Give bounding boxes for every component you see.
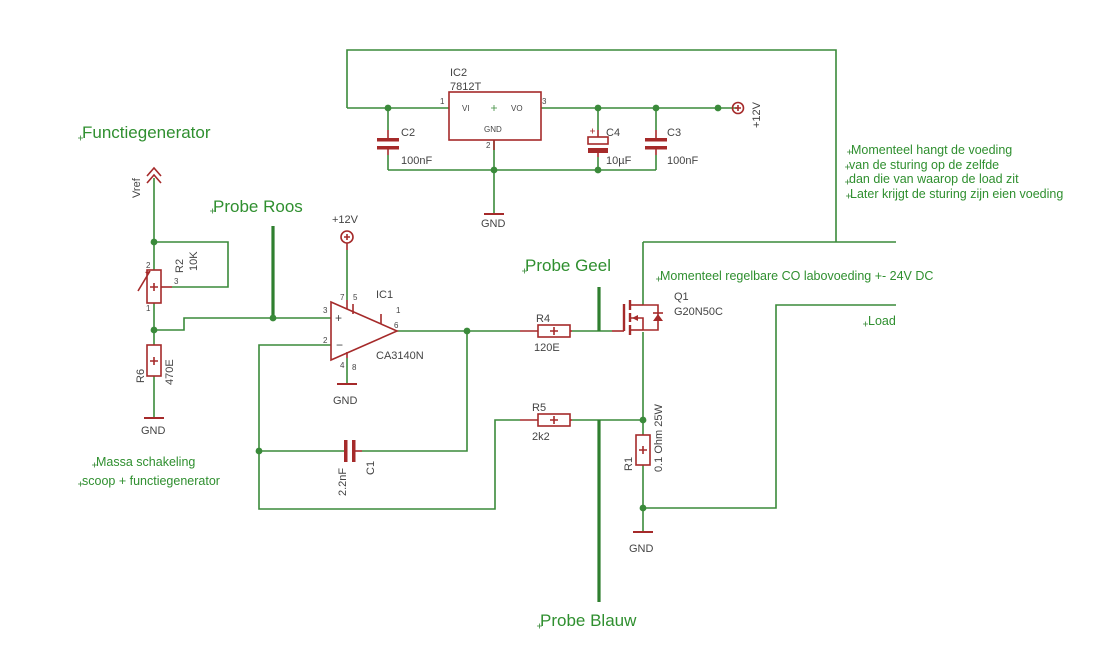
r5-value: 2k2	[532, 431, 550, 443]
ic1-pin6: 6	[394, 321, 399, 330]
ic2-name: IC2	[450, 67, 467, 79]
r2-name: R2	[174, 259, 186, 273]
annotations: Functiegenerator Probe Roos Probe Geel P…	[78, 123, 1063, 630]
resistor-r4: R4 120E	[520, 313, 572, 354]
gnd-r6: GND	[141, 417, 166, 437]
ic1-pin2: 2	[323, 336, 328, 345]
note-line-2: van de sturing op de zelfde	[849, 158, 999, 172]
q1-name: Q1	[674, 291, 689, 303]
q1-value: G20N50C	[674, 306, 723, 318]
ic2-pin1: 1	[440, 97, 445, 106]
ic1-pin8: 8	[352, 363, 357, 372]
r4-name: R4	[536, 313, 550, 325]
supply-12v-ic1: +12V	[332, 214, 359, 250]
probes	[271, 226, 601, 602]
ic2-gnd-label: GND	[484, 125, 502, 134]
c2-name: C2	[401, 127, 415, 139]
vref-label: Vref	[131, 177, 143, 198]
ic2-value: 7812T	[450, 81, 481, 93]
r6-value: 470E	[164, 359, 176, 385]
r2-pin2: 2	[146, 261, 151, 270]
resistor-r6: R6 470E	[135, 344, 176, 385]
r1-name: R1	[623, 457, 635, 471]
label-probe-roos: Probe Roos	[213, 197, 303, 216]
note-line-4: Later krijgt de sturing zijn eien voedin…	[850, 187, 1063, 201]
gnd-regulator: GND	[481, 213, 506, 230]
ic2-vo-label: VO	[511, 104, 523, 113]
supply-12v-ic1-label: +12V	[332, 214, 359, 226]
c1-value: 2.2nF	[337, 468, 349, 496]
opamp-minus: −	[336, 338, 343, 352]
note-line-1: Momenteel hangt de voeding	[851, 143, 1012, 157]
note-line-3: dan die van waarop de load zit	[849, 172, 1019, 186]
ic2-regulator: IC2 7812T VI VO GND 1 3 2	[440, 67, 547, 150]
c3-value: 100nF	[667, 155, 698, 167]
ic1-pin7: 7	[340, 293, 345, 302]
ic1-pin3: 3	[323, 306, 328, 315]
c1-name: C1	[365, 461, 377, 475]
supply-12v-top-label: +12V	[751, 101, 763, 128]
r2-value: 10K	[188, 251, 200, 271]
note-co-labovoeding: Momenteel regelbare CO labovoeding +- 24…	[660, 269, 933, 283]
capacitor-c2: C2 100nF	[377, 127, 432, 167]
r1-value: 0.1 Ohm 25W	[653, 404, 665, 472]
c3-name: C3	[667, 127, 681, 139]
resistor-r1: R1 0.1 Ohm 25W	[623, 404, 665, 472]
capacitor-c4: C4 10µF	[587, 127, 632, 167]
r2-pin3: 3	[174, 277, 179, 286]
opamp-ic1: + − 3 2 7 5 4 8 1 6 IC1 CA3140N	[323, 289, 424, 372]
potentiometer-r2: 2 1 3 R2 10K	[137, 251, 200, 313]
vref-supply: Vref	[131, 166, 162, 198]
ic1-pin5: 5	[353, 293, 358, 302]
label-scoop-functiegenerator: scoop + functiegenerator	[82, 474, 220, 488]
junctions	[150, 104, 722, 512]
capacitor-c3: C3 100nF	[645, 127, 698, 167]
ic1-name: IC1	[376, 289, 393, 301]
mosfet-q1: Q1 G20N50C	[612, 291, 723, 335]
supply-12v-top: +12V	[731, 101, 763, 128]
r2-pin1: 1	[146, 304, 151, 313]
ic2-vi-label: VI	[462, 104, 470, 113]
r4-value: 120E	[534, 342, 560, 354]
c4-name: C4	[606, 127, 620, 139]
gnd-ic1-label: GND	[333, 395, 358, 407]
label-massa-schakeling: Massa schakeling	[96, 455, 195, 469]
gnd-reg-label: GND	[481, 218, 506, 230]
opamp-plus: +	[335, 311, 342, 325]
wires	[153, 49, 896, 532]
label-probe-geel: Probe Geel	[525, 256, 611, 275]
ic1-value: CA3140N	[376, 350, 424, 362]
label-load: Load	[868, 314, 896, 328]
capacitor-c1: 2.2nF C1	[337, 440, 377, 496]
gnd-r1-label: GND	[629, 543, 654, 555]
gnd-r6-label: GND	[141, 425, 166, 437]
r6-name: R6	[135, 369, 147, 383]
resistor-r5: R5 2k2	[520, 402, 572, 443]
gnd-r1: GND	[629, 531, 654, 555]
c4-value: 10µF	[606, 155, 632, 167]
label-functiegenerator: Functiegenerator	[82, 123, 211, 142]
ic1-pin1: 1	[396, 306, 401, 315]
ic1-pin4: 4	[340, 361, 345, 370]
label-probe-blauw: Probe Blauw	[540, 611, 637, 630]
ic2-pin2: 2	[486, 141, 491, 150]
ic2-pin3: 3	[542, 97, 547, 106]
r5-name: R5	[532, 402, 546, 414]
gnd-ic1: GND	[333, 383, 358, 407]
c2-value: 100nF	[401, 155, 432, 167]
